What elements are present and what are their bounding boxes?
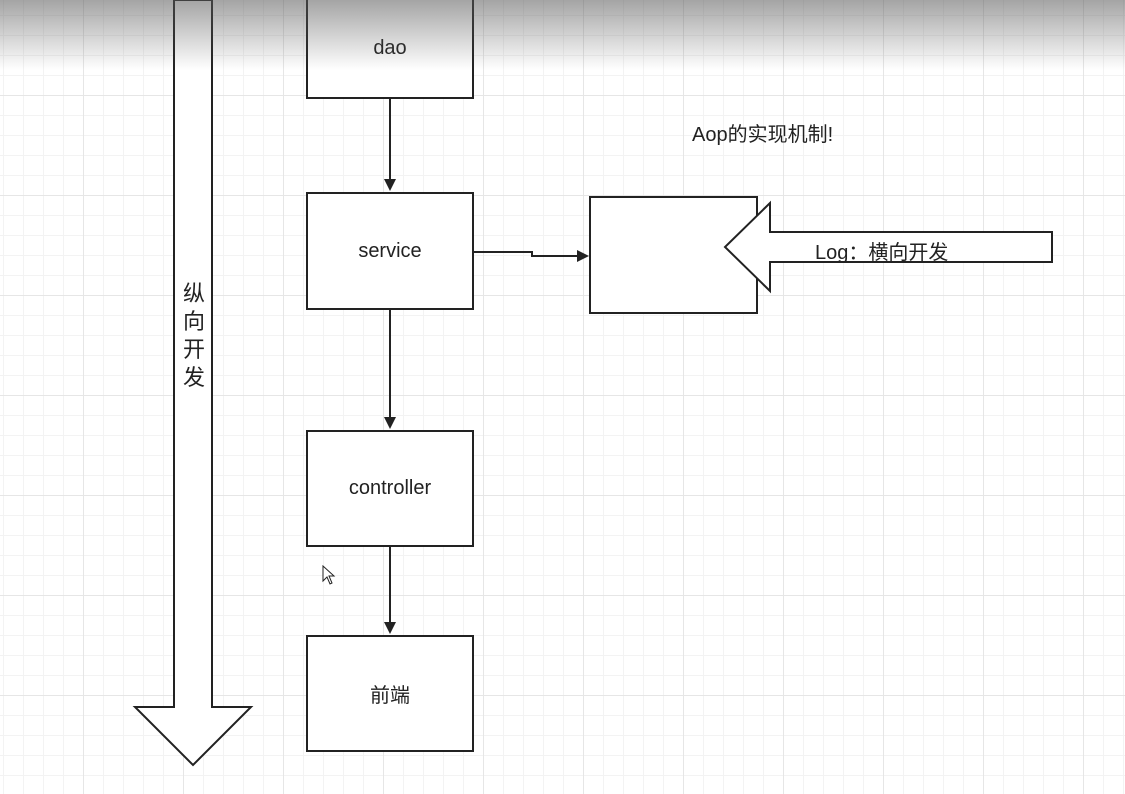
node-service-label: service: [358, 239, 422, 262]
mouse-cursor-icon: [322, 565, 336, 585]
vertical-development-arrow: [132, 0, 254, 767]
edge-service-aspect: [474, 250, 589, 262]
node-service: service: [306, 192, 474, 310]
node-frontend: 前端: [306, 635, 474, 752]
vertical-development-label: 纵向开发: [182, 281, 205, 390]
node-frontend-label: 前端: [370, 685, 410, 707]
horizontal-development-label: Log：横向开发: [815, 242, 949, 264]
node-controller: controller: [306, 430, 474, 547]
horizontal-development-arrow: [723, 200, 1053, 294]
node-aspect: [589, 196, 758, 314]
node-controller-label: controller: [348, 477, 432, 499]
diagram-title: Aop的实现机制!: [692, 124, 834, 146]
